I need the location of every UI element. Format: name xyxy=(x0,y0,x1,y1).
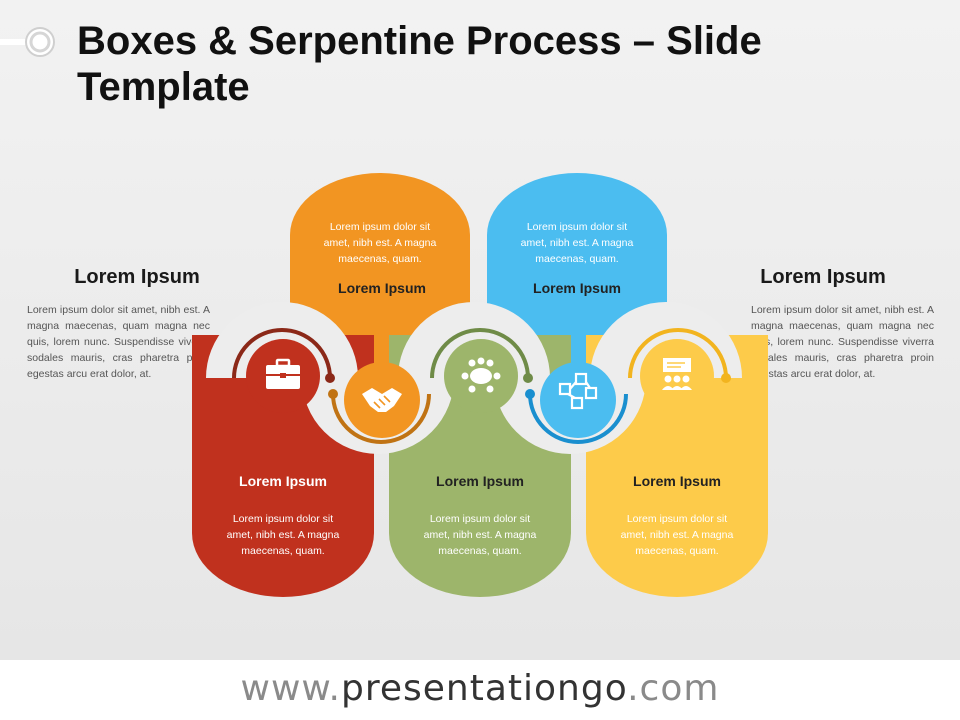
pin-icon xyxy=(0,27,55,57)
step-5-text-line-1: Lorem ipsum dolor sit xyxy=(627,513,727,525)
footer-url-suffix: .com xyxy=(627,668,720,709)
connector-arc-2 xyxy=(331,393,431,444)
connector-dot-5 xyxy=(721,373,731,383)
step-3-text-line-1: Lorem ipsum dolor sit xyxy=(430,513,530,525)
step-4-text-line-2: amet, nibh est. A magna xyxy=(521,237,634,249)
step-3-heading: Lorem Ipsum xyxy=(436,473,524,489)
step-2-text-line-3: maecenas, quam. xyxy=(338,253,421,265)
step-3-text-line-3: maecenas, quam. xyxy=(438,545,521,557)
footer-url-brand: presentationgo xyxy=(341,668,628,709)
connector-arc-3 xyxy=(430,328,530,379)
presentation-audience-icon xyxy=(662,358,692,390)
footer-url-prefix: www. xyxy=(240,668,341,709)
step-1-text-line-2: amet, nibh est. A magna xyxy=(227,529,340,541)
footer: www.presentationgo.com xyxy=(0,660,960,720)
step-1-text-line-3: maecenas, quam. xyxy=(241,545,324,557)
connector-dot-1 xyxy=(325,373,335,383)
page-title: Boxes & Serpentine Process – Slide Templ… xyxy=(77,19,762,109)
left-panel-body: Lorem ipsum dolor sit amet, nibh est. A … xyxy=(27,304,210,380)
step-4-text-line-1: Lorem ipsum dolor sit xyxy=(527,221,627,233)
connector-dot-3 xyxy=(523,373,533,383)
connector-arc-1 xyxy=(232,328,332,379)
step-5-text-line-2: amet, nibh est. A magna xyxy=(621,529,734,541)
step-2-text-line-1: Lorem ipsum dolor sit xyxy=(330,221,430,233)
connector-dot-4 xyxy=(525,389,535,399)
right-panel-body: Lorem ipsum dolor sit amet, nibh est. A … xyxy=(751,304,934,380)
step-4-icon-circle xyxy=(540,362,616,438)
step-1-heading: Lorem Ipsum xyxy=(239,473,327,489)
connector-arc-5 xyxy=(628,328,728,379)
connector-dot-2 xyxy=(328,389,338,399)
left-panel-heading: Lorem Ipsum xyxy=(74,266,200,288)
footer-url[interactable]: www.presentationgo.com xyxy=(0,668,960,709)
step-2-text-line-2: amet, nibh est. A magna xyxy=(324,237,437,249)
step-4-heading: Lorem Ipsum xyxy=(533,280,621,296)
meeting-table-icon xyxy=(461,357,501,393)
handshake-icon xyxy=(362,388,402,412)
step-5-heading: Lorem Ipsum xyxy=(633,473,721,489)
step-5-text-line-3: maecenas, quam. xyxy=(635,545,718,557)
step-4-text-line-3: maecenas, quam. xyxy=(535,253,618,265)
step-2-heading: Lorem Ipsum xyxy=(338,280,426,296)
network-boxes-icon xyxy=(558,372,598,410)
right-panel-heading: Lorem Ipsum xyxy=(760,266,886,288)
step-3-text-line-2: amet, nibh est. A magna xyxy=(424,529,537,541)
briefcase-icon xyxy=(266,358,300,389)
connector-arc-4 xyxy=(528,393,628,444)
serpentine-diagram: Lorem Ipsum Lorem Ipsum Lorem Ipsum Lore… xyxy=(192,173,768,597)
step-1-text-line-1: Lorem ipsum dolor sit xyxy=(233,513,333,525)
